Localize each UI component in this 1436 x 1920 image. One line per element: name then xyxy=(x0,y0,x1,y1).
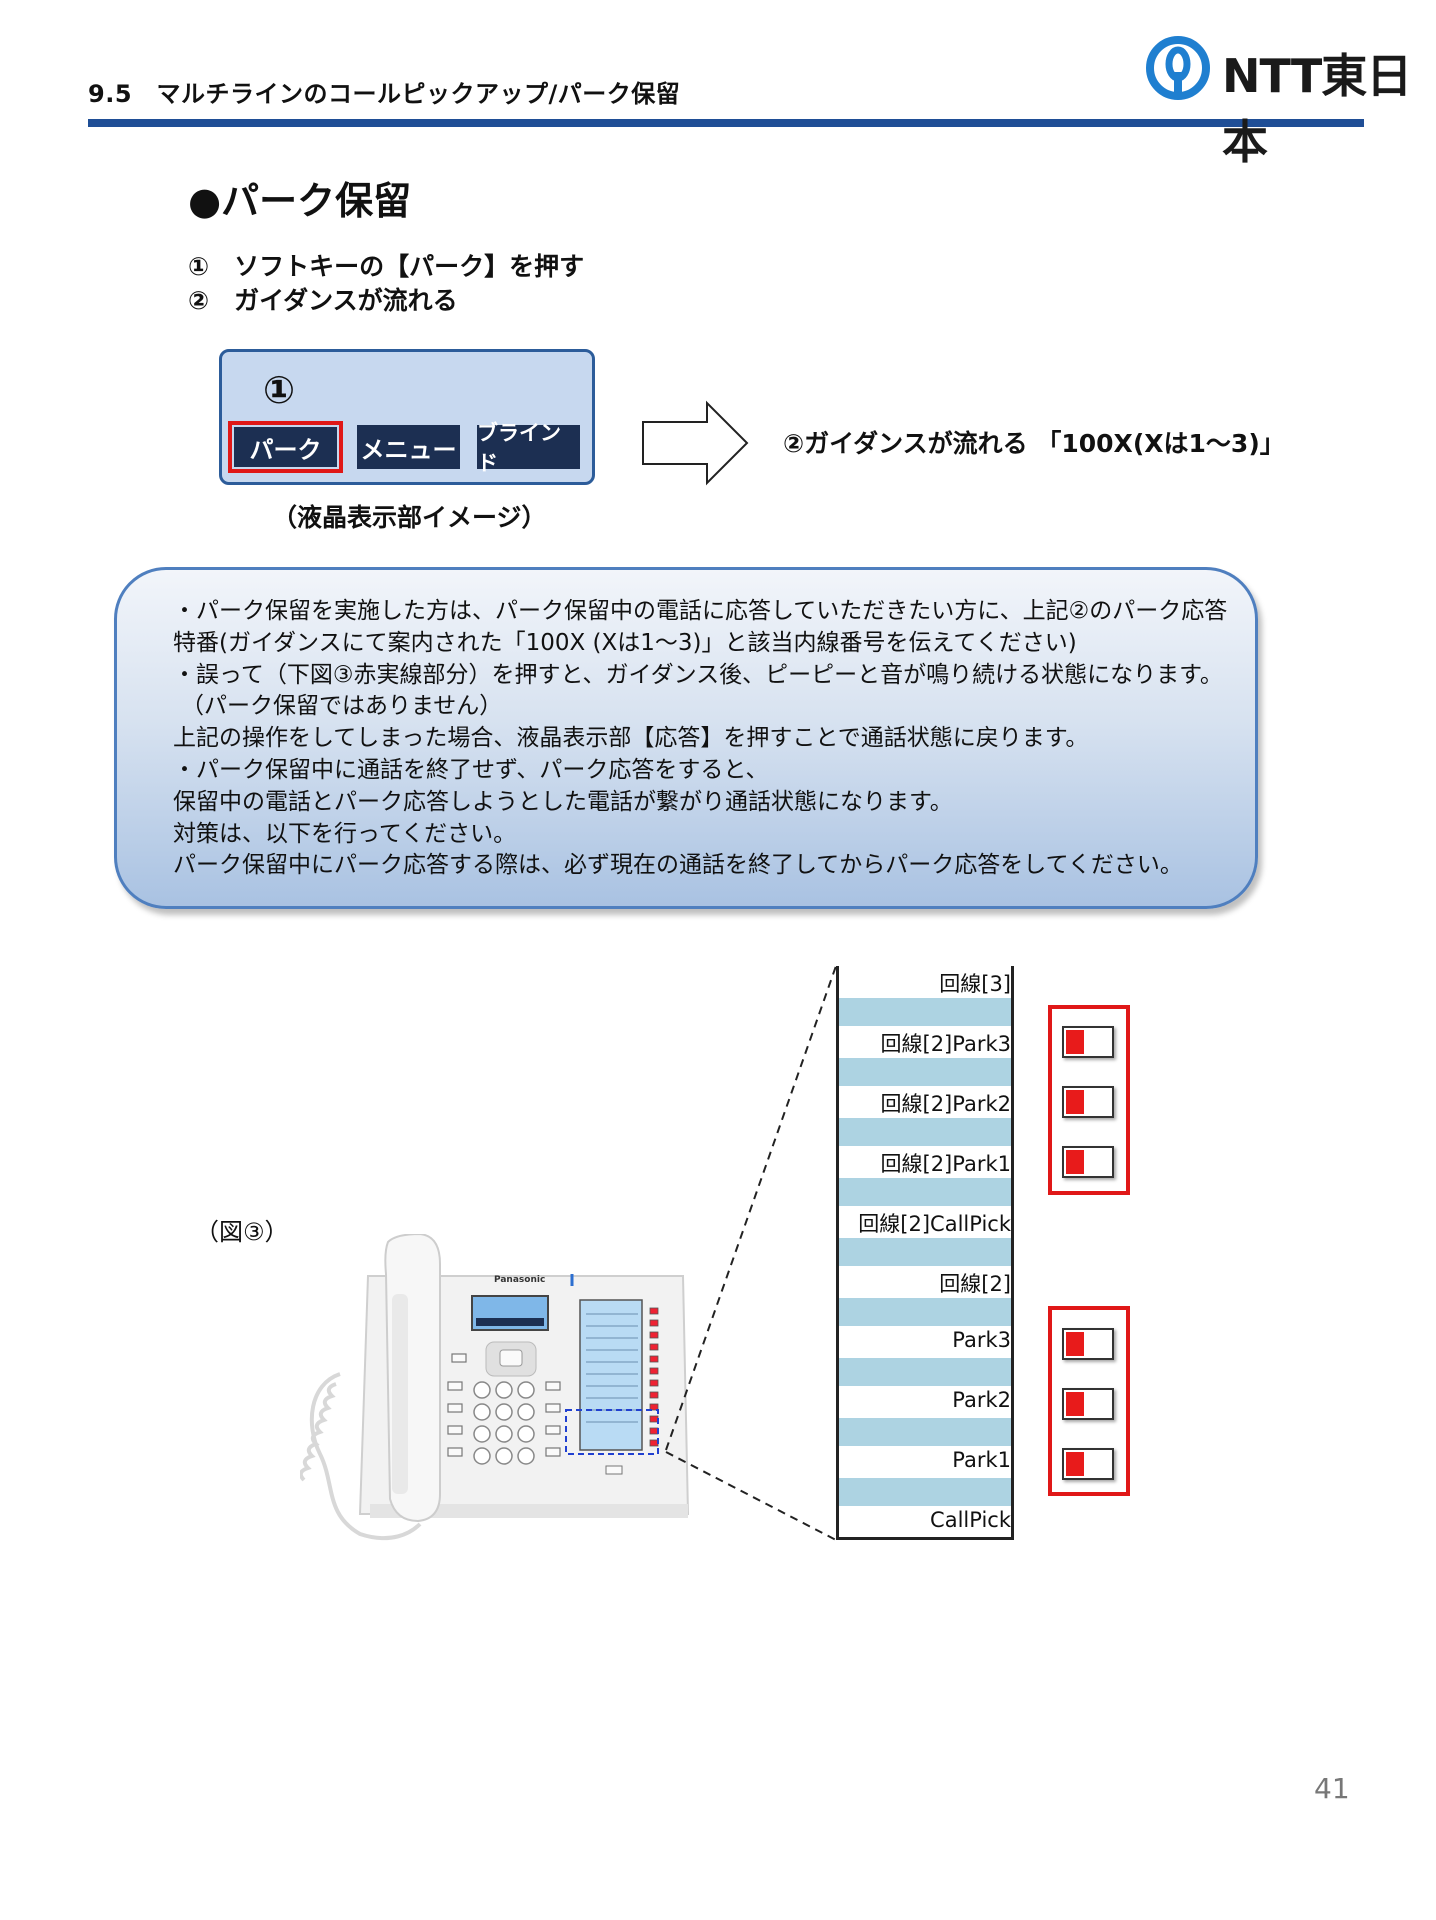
panel-row: Park3 xyxy=(839,1326,1011,1386)
panel-row-label: CallPick xyxy=(930,1508,1011,1532)
red-highlight-box xyxy=(1048,1306,1130,1496)
panel-row: 回線[2] xyxy=(839,1266,1011,1326)
line-key-park2 xyxy=(1062,1086,1114,1118)
line-key-park3 xyxy=(1062,1328,1114,1360)
note-box: ・パーク保留を実施した方は、パーク保留中の電話に応答していただきたい方に、上記②… xyxy=(114,567,1258,909)
panel-row-label: Park3 xyxy=(952,1328,1011,1352)
line-key-park2 xyxy=(1062,1388,1114,1420)
note-line: ・パーク保留を実施した方は、パーク保留中の電話に応答していただきたい方に、上記②… xyxy=(173,598,1228,624)
header-rule xyxy=(88,119,1364,127)
note-line: 上記の操作をしてしまった場合、液晶表示部【応答】を押すことで通話状態に戻ります。 xyxy=(173,725,1089,752)
lcd-caption: （液晶表示部イメージ） xyxy=(272,503,547,532)
panel-row-label: 回線[2] xyxy=(939,1272,1011,1296)
softkey-menu: メニュー xyxy=(357,425,460,469)
panel-row: Park1 xyxy=(839,1446,1011,1506)
panel-row: 回線[2]Park2 xyxy=(839,1086,1011,1146)
line-key-park3 xyxy=(1062,1026,1114,1058)
panel-row: 回線[2]CallPick xyxy=(839,1206,1011,1266)
panel-row: Park2 xyxy=(839,1386,1011,1446)
lcd-step-marker: ① xyxy=(263,368,296,412)
line-key-park1 xyxy=(1062,1146,1114,1178)
note-line: 対策は、以下を行ってください。 xyxy=(173,820,517,847)
key-expansion-panel: 回線[3] 回線[2]Park3 回線[2]Park2 回線[2]Park1 回… xyxy=(836,966,1014,1540)
panel-row-label: 回線[2]Park2 xyxy=(880,1092,1012,1116)
red-highlight-box xyxy=(1048,1005,1130,1195)
step-list: ① ソフトキーの【パーク】を押す ② ガイダンスが流れる xyxy=(188,250,584,318)
page-number: 41 xyxy=(1314,1772,1350,1805)
panel-row: 回線[2]Park1 xyxy=(839,1146,1011,1206)
zoom-guide-lines xyxy=(665,965,837,1541)
panel-row-label: Park1 xyxy=(952,1448,1011,1472)
step-item: ① ソフトキーの【パーク】を押す xyxy=(188,252,585,281)
note-line: ・パーク保留中に通話を終了せず、パーク応答をすると、 xyxy=(173,756,769,783)
figure-label: （図③） xyxy=(195,1218,289,1246)
right-arrow-icon xyxy=(642,400,749,486)
panel-row-label: 回線[2]Park3 xyxy=(880,1032,1012,1056)
panel-row-label: 回線[2]Park1 xyxy=(880,1152,1012,1176)
panel-row: 回線[2]Park3 xyxy=(839,1026,1011,1086)
panel-row-label: Park2 xyxy=(952,1388,1011,1412)
softkey-park: パーク xyxy=(228,421,343,473)
panel-row-label: 回線[3] xyxy=(939,972,1011,996)
phone-brand: Panasonic xyxy=(494,1275,545,1285)
note-line: （パーク保留ではありません） xyxy=(181,693,503,720)
line-key-park1 xyxy=(1062,1448,1114,1480)
ntt-logo-icon xyxy=(1146,36,1210,100)
note-line: 保留中の電話とパーク応答しようとした電話が繋がり通話状態になります。 xyxy=(173,788,953,815)
note-line: 特番(ガイダンスにて案内された「100X (Xは1～3)」と該当内線番号を伝えて… xyxy=(173,629,1077,656)
guidance-text: ②ガイダンスが流れる 「100X(Xは1～3)」 xyxy=(783,429,1285,458)
note-line: ・誤って（下図③赤実線部分）を押すと、ガイダンス後、ピーピーと音が鳴り続ける状態… xyxy=(173,661,1223,688)
section-title: 9.5 マルチラインのコールピックアップ/パーク保留 xyxy=(88,80,681,108)
page-heading: ●パーク保留 xyxy=(188,179,412,223)
step-item: ② ガイダンスが流れる xyxy=(188,286,458,315)
desk-phone-image: Panasonic xyxy=(300,1234,690,1541)
logo-text: NTT東日本 xyxy=(1222,49,1412,169)
panel-row: 回線[3] xyxy=(839,966,1011,1026)
softkey-blind: ブラインド xyxy=(477,421,580,475)
panel-row-label: 回線[2]CallPick xyxy=(858,1212,1011,1236)
note-line: パーク保留中にパーク応答する際は、必ず現在の通話を終了してからパーク応答をしてく… xyxy=(173,852,1183,879)
panel-row: CallPick xyxy=(839,1506,1011,1537)
